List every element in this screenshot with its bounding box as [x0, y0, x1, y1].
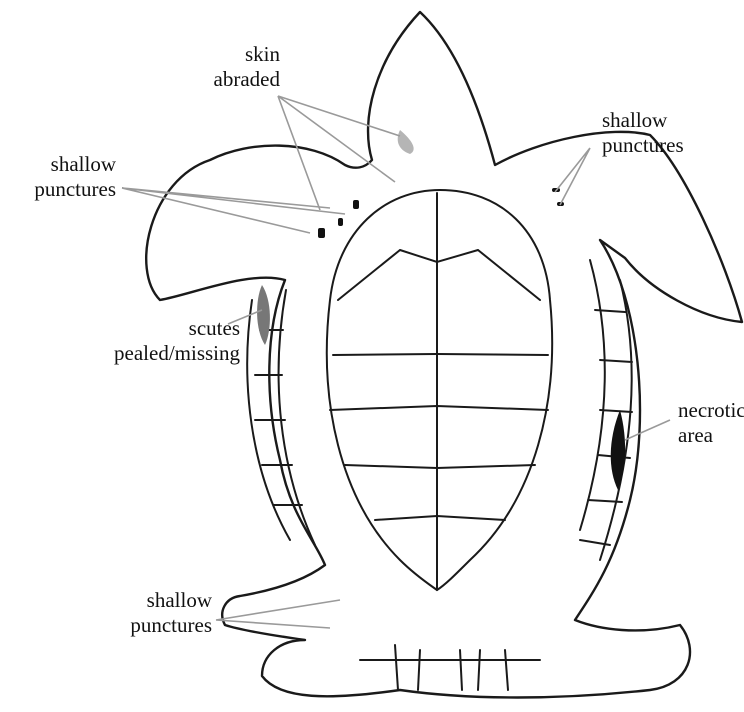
puncture-mark — [353, 200, 359, 209]
left-marginal-scutes — [247, 290, 315, 545]
label-line: pealed/missing — [62, 341, 240, 366]
carapace-scute-lines — [330, 250, 548, 520]
label-line: scutes — [62, 316, 240, 341]
right-marginal-scutes — [580, 260, 632, 560]
puncture-mark — [318, 228, 325, 238]
label-line: shallow — [0, 152, 116, 177]
label-line: abraded — [180, 67, 280, 92]
label-shallow-punctures-left: shallow punctures — [0, 152, 116, 202]
puncture-mark — [338, 218, 343, 226]
label-line: shallow — [96, 588, 212, 613]
label-necrotic-area: necrotic area — [678, 398, 744, 448]
scute-damage-mark — [257, 285, 270, 345]
label-line: shallow — [602, 108, 722, 133]
leader-shallow-punctures-bottom — [216, 600, 340, 628]
rear-scutes — [360, 645, 540, 690]
leader-shallow-punctures-right — [555, 148, 590, 205]
label-line: punctures — [0, 177, 116, 202]
label-line: area — [678, 423, 744, 448]
label-line: necrotic — [678, 398, 744, 423]
label-scutes-pealed: scutes pealed/missing — [62, 316, 240, 366]
label-shallow-punctures-right: shallow punctures — [602, 108, 722, 158]
carapace-outline — [327, 190, 552, 590]
label-skin-abraded: skin abraded — [180, 42, 280, 92]
leader-skin-abraded — [278, 96, 400, 210]
label-line: punctures — [602, 133, 722, 158]
label-line: punctures — [96, 613, 212, 638]
abrasion-mark — [398, 130, 414, 154]
label-shallow-punctures-bottom: shallow punctures — [96, 588, 212, 638]
leader-necrotic — [625, 420, 670, 440]
leader-shallow-punctures-left — [122, 188, 345, 233]
label-line: skin — [180, 42, 280, 67]
necrotic-lesion-mark — [611, 410, 625, 490]
